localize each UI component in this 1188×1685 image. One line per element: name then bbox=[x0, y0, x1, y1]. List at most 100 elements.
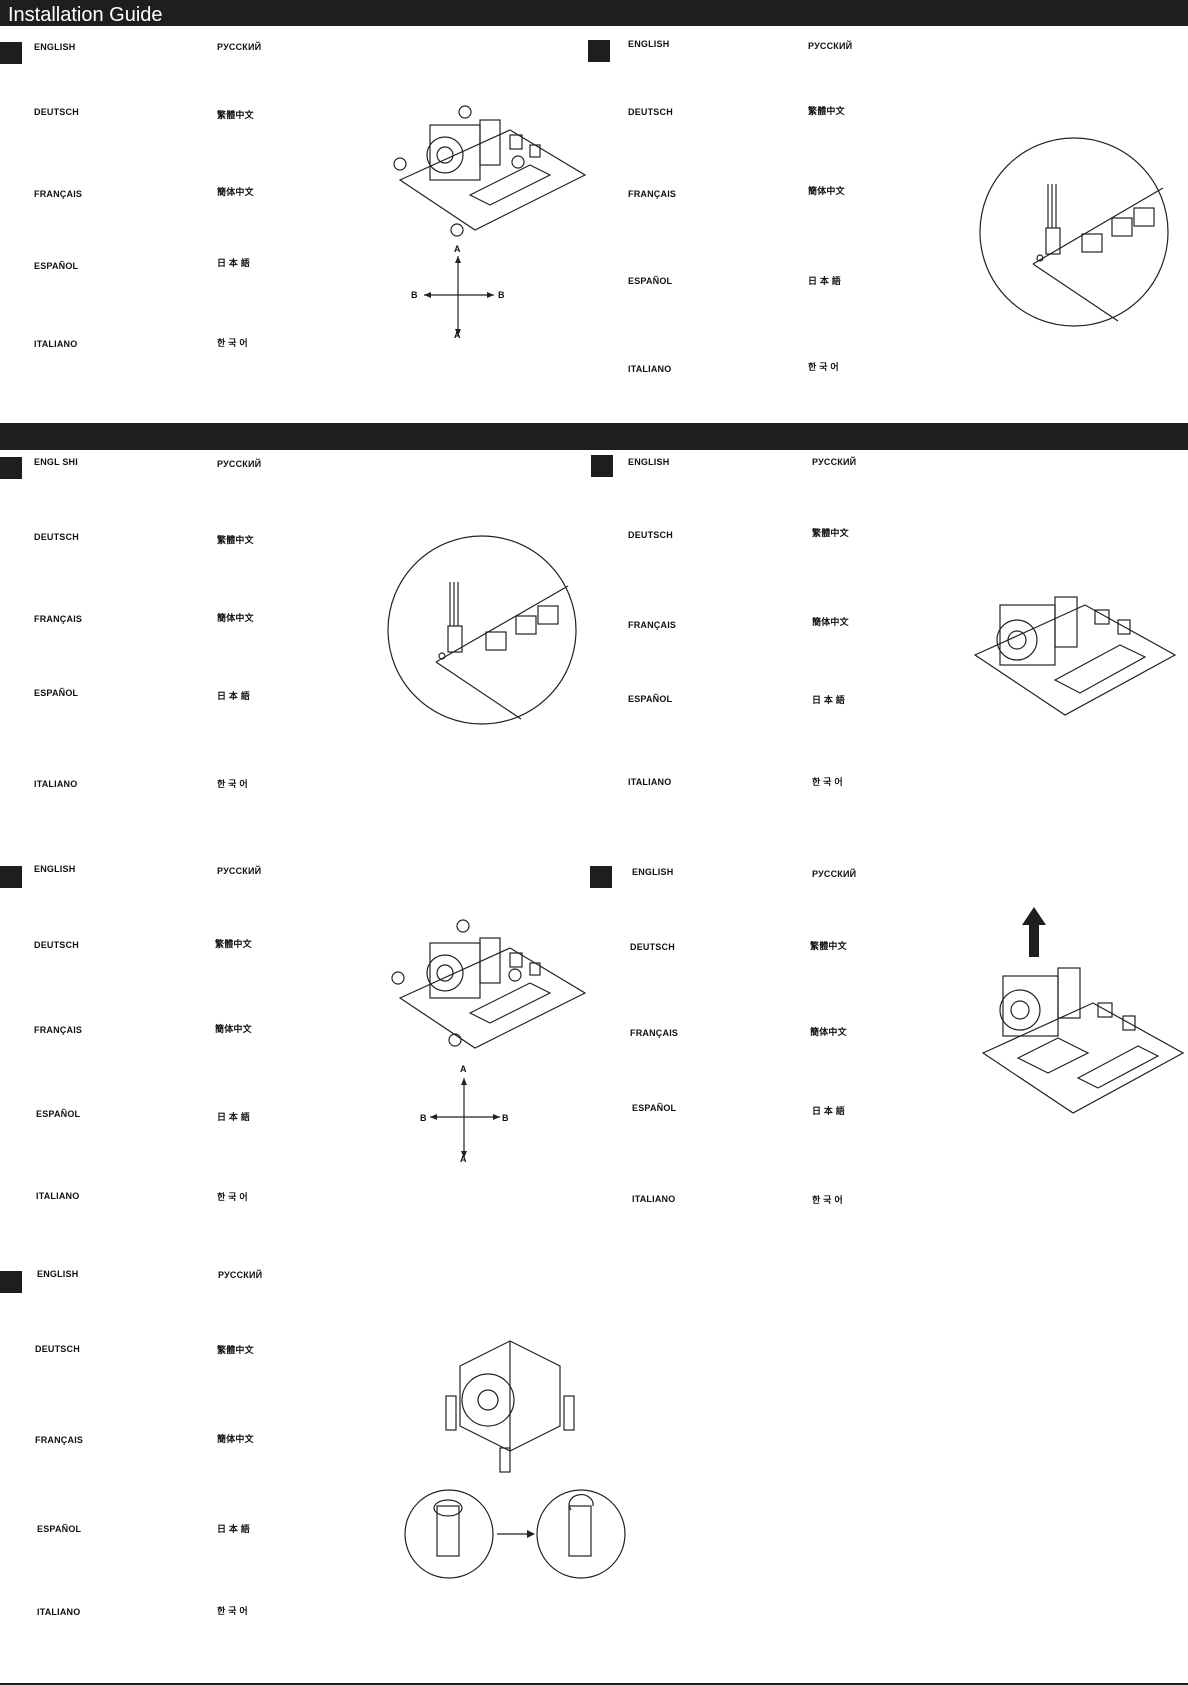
step-marker-icon bbox=[0, 1271, 22, 1293]
label-francais: FRANÇAIS bbox=[35, 1435, 84, 1445]
label-english: ENGLISH bbox=[632, 867, 674, 877]
label-simplified-chinese: 簡体中文 bbox=[812, 617, 849, 627]
label-traditional-chinese: 繁體中文 bbox=[217, 1345, 254, 1355]
label-english: ENGLISH bbox=[37, 1269, 79, 1279]
label-english: ENGLISH bbox=[628, 457, 670, 467]
fan-connector-closeup-icon bbox=[386, 534, 578, 726]
step-marker-icon bbox=[588, 40, 610, 62]
label-espanol: ESPAÑOL bbox=[34, 261, 79, 271]
label-simplified-chinese: 簡体中文 bbox=[217, 1434, 254, 1444]
label-japanese: 日 本 語 bbox=[217, 258, 251, 268]
axis-label-a-bottom: A bbox=[460, 1154, 467, 1164]
label-deutsch: DEUTSCH bbox=[630, 942, 675, 952]
axis-label-a-bottom: A bbox=[454, 330, 461, 340]
label-deutsch: DEUTSCH bbox=[628, 107, 673, 117]
label-japanese: 日 本 語 bbox=[808, 276, 842, 286]
axis-label-a-top: A bbox=[454, 244, 461, 254]
label-francais: FRANÇAIS bbox=[34, 614, 83, 624]
label-traditional-chinese: 繁體中文 bbox=[812, 528, 849, 538]
label-francais: FRANÇAIS bbox=[628, 189, 677, 199]
label-russian: РУССКИЙ bbox=[217, 459, 262, 469]
push-pin-rotate-icon bbox=[403, 1488, 627, 1580]
label-korean: 한 국 어 bbox=[217, 779, 248, 789]
label-traditional-chinese: 繁體中文 bbox=[215, 939, 252, 949]
label-francais: FRANÇAIS bbox=[34, 1025, 83, 1035]
direction-arrows-icon: A A B B bbox=[416, 1064, 516, 1165]
label-english: ENGLISH bbox=[628, 39, 670, 49]
axis-label-b-right: B bbox=[498, 290, 505, 300]
label-english-misprint: ENGL SHI bbox=[34, 457, 78, 467]
label-espanol: ESPAÑOL bbox=[37, 1524, 82, 1534]
direction-arrows-icon: A A B B bbox=[410, 244, 510, 343]
label-traditional-chinese: 繁體中文 bbox=[808, 106, 845, 116]
label-espanol: ESPAÑOL bbox=[34, 688, 79, 698]
label-deutsch: DEUTSCH bbox=[35, 1344, 80, 1354]
page-title: Installation Guide bbox=[8, 4, 163, 26]
label-italiano: ITALIANO bbox=[37, 1607, 81, 1617]
label-korean: 한 국 어 bbox=[217, 1606, 248, 1616]
label-japanese: 日 本 語 bbox=[812, 1106, 846, 1116]
label-russian: РУССКИЙ bbox=[217, 866, 262, 876]
label-italiano: ITALIANO bbox=[628, 364, 672, 374]
cpu-cooler-motherboard-icon bbox=[390, 100, 590, 240]
label-russian: РУССКИЙ bbox=[218, 1270, 263, 1280]
label-simplified-chinese: 簡体中文 bbox=[217, 613, 254, 623]
label-korean: 한 국 어 bbox=[812, 1195, 843, 1205]
label-francais: FRANÇAIS bbox=[34, 189, 83, 199]
label-italiano: ITALIANO bbox=[628, 777, 672, 787]
label-russian: РУССКИЙ bbox=[812, 457, 857, 467]
cpu-cooler-icon bbox=[440, 1336, 590, 1476]
header-bar: Installation Guide bbox=[0, 0, 1188, 26]
label-francais: FRANÇAIS bbox=[630, 1028, 679, 1038]
label-korean: 한 국 어 bbox=[808, 362, 839, 372]
step-marker-icon bbox=[590, 866, 612, 888]
label-english: ENGLISH bbox=[34, 42, 76, 52]
label-korean: 한 국 어 bbox=[812, 777, 843, 787]
label-deutsch: DEUTSCH bbox=[34, 940, 79, 950]
axis-label-a-top: A bbox=[460, 1064, 467, 1074]
axis-label-b-right: B bbox=[502, 1113, 509, 1123]
label-deutsch: DEUTSCH bbox=[628, 530, 673, 540]
label-simplified-chinese: 簡体中文 bbox=[217, 187, 254, 197]
label-russian: РУССКИЙ bbox=[217, 42, 262, 52]
label-traditional-chinese: 繁體中文 bbox=[217, 535, 254, 545]
label-korean: 한 국 어 bbox=[217, 338, 248, 348]
remove-arrow-icon bbox=[1020, 905, 1048, 959]
label-italiano: ITALIANO bbox=[34, 339, 78, 349]
label-italiano: ITALIANO bbox=[34, 779, 78, 789]
step-marker-icon bbox=[0, 42, 22, 64]
label-simplified-chinese: 簡体中文 bbox=[808, 186, 845, 196]
label-francais: FRANÇAIS bbox=[628, 620, 677, 630]
step-marker-icon bbox=[591, 455, 613, 477]
cpu-cooler-motherboard-icon bbox=[978, 958, 1188, 1118]
label-italiano: ITALIANO bbox=[36, 1191, 80, 1201]
label-japanese: 日 本 語 bbox=[812, 695, 846, 705]
label-russian: РУССКИЙ bbox=[812, 869, 857, 879]
label-espanol: ESPAÑOL bbox=[36, 1109, 81, 1119]
label-japanese: 日 本 語 bbox=[217, 1524, 251, 1534]
label-russian: РУССКИЙ bbox=[808, 41, 853, 51]
cpu-cooler-motherboard-icon bbox=[970, 585, 1180, 725]
label-espanol: ESPAÑOL bbox=[632, 1103, 677, 1113]
label-traditional-chinese: 繁體中文 bbox=[810, 941, 847, 951]
bottom-rule bbox=[0, 1683, 1188, 1685]
axis-label-b-left: B bbox=[411, 290, 418, 300]
label-simplified-chinese: 簡体中文 bbox=[810, 1027, 847, 1037]
label-espanol: ESPAÑOL bbox=[628, 276, 673, 286]
label-italiano: ITALIANO bbox=[632, 1194, 676, 1204]
cpu-cooler-motherboard-icon bbox=[390, 918, 590, 1058]
fan-connector-closeup-icon bbox=[978, 136, 1170, 328]
step-marker-icon bbox=[0, 457, 22, 479]
axis-label-b-left: B bbox=[420, 1113, 427, 1123]
label-deutsch: DEUTSCH bbox=[34, 107, 79, 117]
label-traditional-chinese: 繁體中文 bbox=[217, 110, 254, 120]
section-divider-bar bbox=[0, 423, 1188, 450]
label-japanese: 日 本 語 bbox=[217, 691, 251, 701]
step-marker-icon bbox=[0, 866, 22, 888]
label-deutsch: DEUTSCH bbox=[34, 532, 79, 542]
label-korean: 한 국 어 bbox=[217, 1192, 248, 1202]
label-simplified-chinese: 簡体中文 bbox=[215, 1024, 252, 1034]
label-espanol: ESPAÑOL bbox=[628, 694, 673, 704]
label-english: ENGLISH bbox=[34, 864, 76, 874]
label-japanese: 日 本 語 bbox=[217, 1112, 251, 1122]
